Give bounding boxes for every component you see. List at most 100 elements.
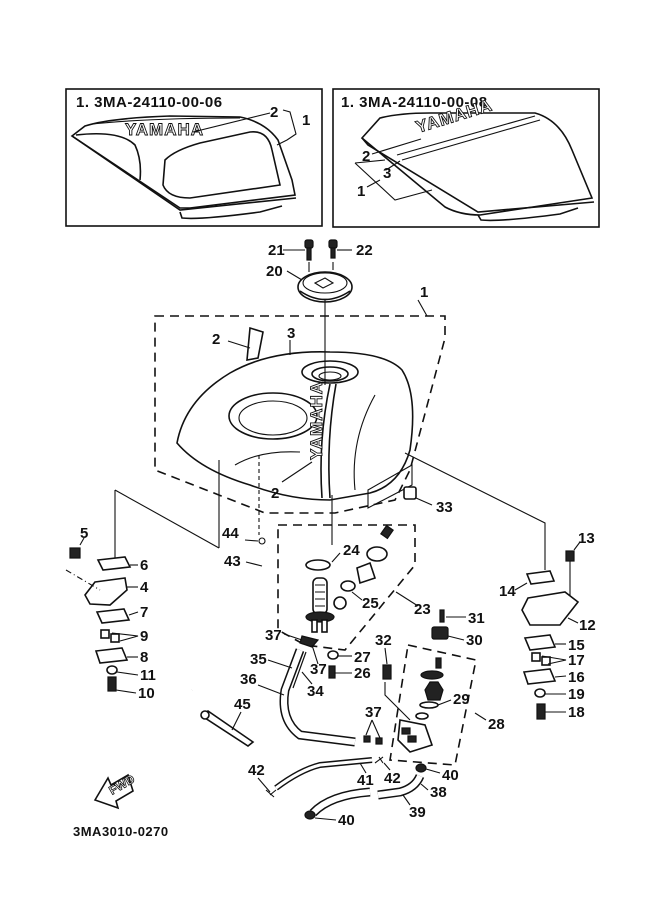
- bolt-21-head: [304, 239, 314, 249]
- callout-30: 30: [466, 632, 483, 649]
- part-33-clip: 33: [367, 464, 453, 516]
- callout-37: 37: [310, 661, 327, 678]
- callout-17: 17: [568, 652, 585, 669]
- bolt-10: [107, 676, 117, 692]
- callout-8: 8: [140, 649, 148, 666]
- variant-panel-1-frame: [65, 88, 323, 227]
- o-ring-25: [340, 580, 356, 592]
- tank-logo: YAMAHA: [307, 381, 326, 460]
- fuel-cock-assembly: 24 25 27 26 37 37: [265, 524, 394, 682]
- callout-26: 26: [354, 665, 371, 682]
- damper-7: [95, 608, 131, 624]
- callout-19: 19: [568, 686, 585, 703]
- callout-13: 13: [578, 530, 595, 547]
- callout-24: 24: [343, 542, 360, 559]
- bracket-12: [521, 591, 580, 626]
- callout-31: 31: [468, 610, 485, 627]
- callout-2: 2: [362, 148, 370, 165]
- callout-23: 23: [414, 601, 431, 618]
- callout-36: 36: [240, 671, 257, 688]
- plate-14: [525, 570, 556, 585]
- damper-16: [522, 668, 557, 685]
- callout-5: 5: [80, 525, 88, 542]
- clamp-40: [415, 763, 427, 773]
- callout-45: 45: [234, 696, 251, 713]
- fuel-cock-group-boundary: [277, 524, 416, 651]
- plate-6: [96, 556, 132, 571]
- callout-37: 37: [265, 627, 282, 644]
- callout-41: 41: [357, 772, 374, 789]
- callout-1: 1: [420, 284, 428, 301]
- fuel-tank: YAMAHA: [176, 326, 414, 501]
- callout-12: 12: [579, 617, 596, 634]
- clamp-40: [304, 810, 316, 820]
- callout-10: 10: [138, 685, 155, 702]
- bolt-32: 32: [375, 632, 411, 721]
- bolt-13: [565, 550, 575, 562]
- variant-1-logo: YAMAHA: [125, 120, 204, 139]
- washer-11: [106, 665, 118, 675]
- callout-20: 20: [266, 263, 283, 280]
- hose-41: 41 42 42: [248, 756, 401, 798]
- variant-panel-1: 1. 3MA-24110-00-06 YAMAHA 2 1: [65, 88, 323, 227]
- tank-assembly-group-boundary: [154, 315, 446, 514]
- callout-40: 40: [442, 767, 459, 784]
- tank-side-view-2: YAMAHA: [360, 95, 595, 222]
- collar-9a: [100, 629, 110, 639]
- callout-15: 15: [568, 637, 585, 654]
- callout-14: 14: [499, 583, 516, 600]
- callout-42: 42: [384, 770, 401, 787]
- band-45: 45: [200, 696, 255, 747]
- callout-3: 3: [383, 165, 391, 182]
- callout-9: 9: [140, 628, 148, 645]
- fuel-cock-lever: [356, 561, 377, 585]
- collar-17a: [531, 652, 541, 662]
- leader-line: [366, 179, 381, 188]
- forward-direction-arrow: FWD: [93, 771, 138, 810]
- bracket-4: [84, 577, 128, 606]
- callout-22: 22: [356, 242, 373, 259]
- leader-line: [371, 138, 422, 155]
- callout-18: 18: [568, 704, 585, 721]
- callout-35: 35: [250, 651, 267, 668]
- fuel-hoses-34-35-36: 35 34 36: [240, 648, 356, 747]
- leader-line: [385, 160, 401, 171]
- fuel-strainer: [312, 577, 328, 615]
- callout-11: 11: [140, 667, 156, 684]
- callout-32: 32: [375, 632, 392, 649]
- screw-26: [328, 665, 336, 679]
- callout-27: 27: [354, 649, 371, 666]
- callout-2: 2: [270, 104, 278, 121]
- clip-37: [299, 635, 320, 648]
- callout-1: 1: [302, 112, 310, 129]
- gasket-plate: [366, 546, 388, 562]
- left-mount-stack: 5 6 4 7 9 8 11 10: [65, 525, 156, 702]
- vent-hose-43: 44 43: [190, 525, 270, 691]
- drawing-number: 3MA3010-0270: [73, 824, 169, 839]
- bracket-line: [354, 159, 433, 201]
- callout-40: 40: [338, 812, 355, 829]
- bolt-18: [536, 703, 546, 720]
- callout-7: 7: [140, 604, 148, 621]
- bolt-22-head: [328, 239, 338, 249]
- tank-decal-stripe: [246, 326, 264, 361]
- callout-1: 1: [357, 183, 365, 200]
- collar-9b: [110, 633, 120, 643]
- damper-15: [523, 634, 557, 651]
- valve-group-boundary: [389, 644, 477, 766]
- callout-2: 2: [271, 485, 279, 502]
- callout-44: 44: [222, 525, 239, 542]
- callout-6: 6: [140, 557, 148, 574]
- callout-21: 21: [268, 242, 285, 259]
- bracket-line: [276, 109, 297, 146]
- washer-27: [327, 650, 339, 660]
- callout-39: 39: [409, 804, 426, 821]
- washer-19: [534, 688, 546, 698]
- callout-3: 3: [287, 325, 295, 342]
- variant-2-part-number: 1. 3MA-24110-00-08: [341, 94, 488, 111]
- callout-33: 33: [436, 499, 453, 516]
- damper-8: [94, 647, 129, 664]
- bolt-5: [69, 547, 81, 559]
- callout-28: 28: [488, 716, 505, 733]
